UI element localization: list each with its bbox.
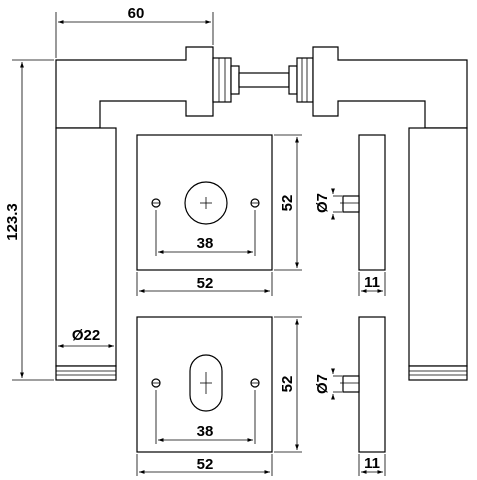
dimension-60: 60	[55, 5, 214, 58]
dimension-diameter-22-label: Ø22	[72, 327, 100, 344]
dimension-123-3: 123.3	[4, 59, 54, 381]
dimension-diameter-22: Ø22	[58, 327, 114, 348]
escutcheon-thickness-label: 11	[364, 455, 380, 472]
spindle-assembly	[212, 57, 314, 103]
escutcheon-height-label: 52	[279, 376, 296, 393]
rose-side-view: Ø7 11	[314, 134, 386, 296]
escutcheon-width-label: 52	[197, 456, 214, 473]
rose-front-view: 38 52 52	[136, 134, 302, 296]
escutcheon-side-view: Ø7 11	[314, 316, 386, 476]
spindle-diameter-label: Ø7	[314, 193, 331, 213]
rose-height-label: 52	[279, 195, 296, 212]
dimension-60-label: 60	[128, 5, 145, 22]
left-handle	[55, 46, 214, 381]
dimension-123-3-label: 123.3	[4, 203, 21, 241]
escutcheon-front-view: 38 52 52	[136, 316, 302, 476]
hole-spacing-label: 38	[197, 235, 214, 252]
rose-width-label: 52	[197, 275, 214, 292]
escutcheon-hole-spacing-label: 38	[197, 423, 214, 440]
rose-thickness-label: 11	[364, 274, 380, 291]
escutcheon-spindle-diameter-label: Ø7	[314, 374, 331, 394]
right-handle	[312, 46, 468, 381]
